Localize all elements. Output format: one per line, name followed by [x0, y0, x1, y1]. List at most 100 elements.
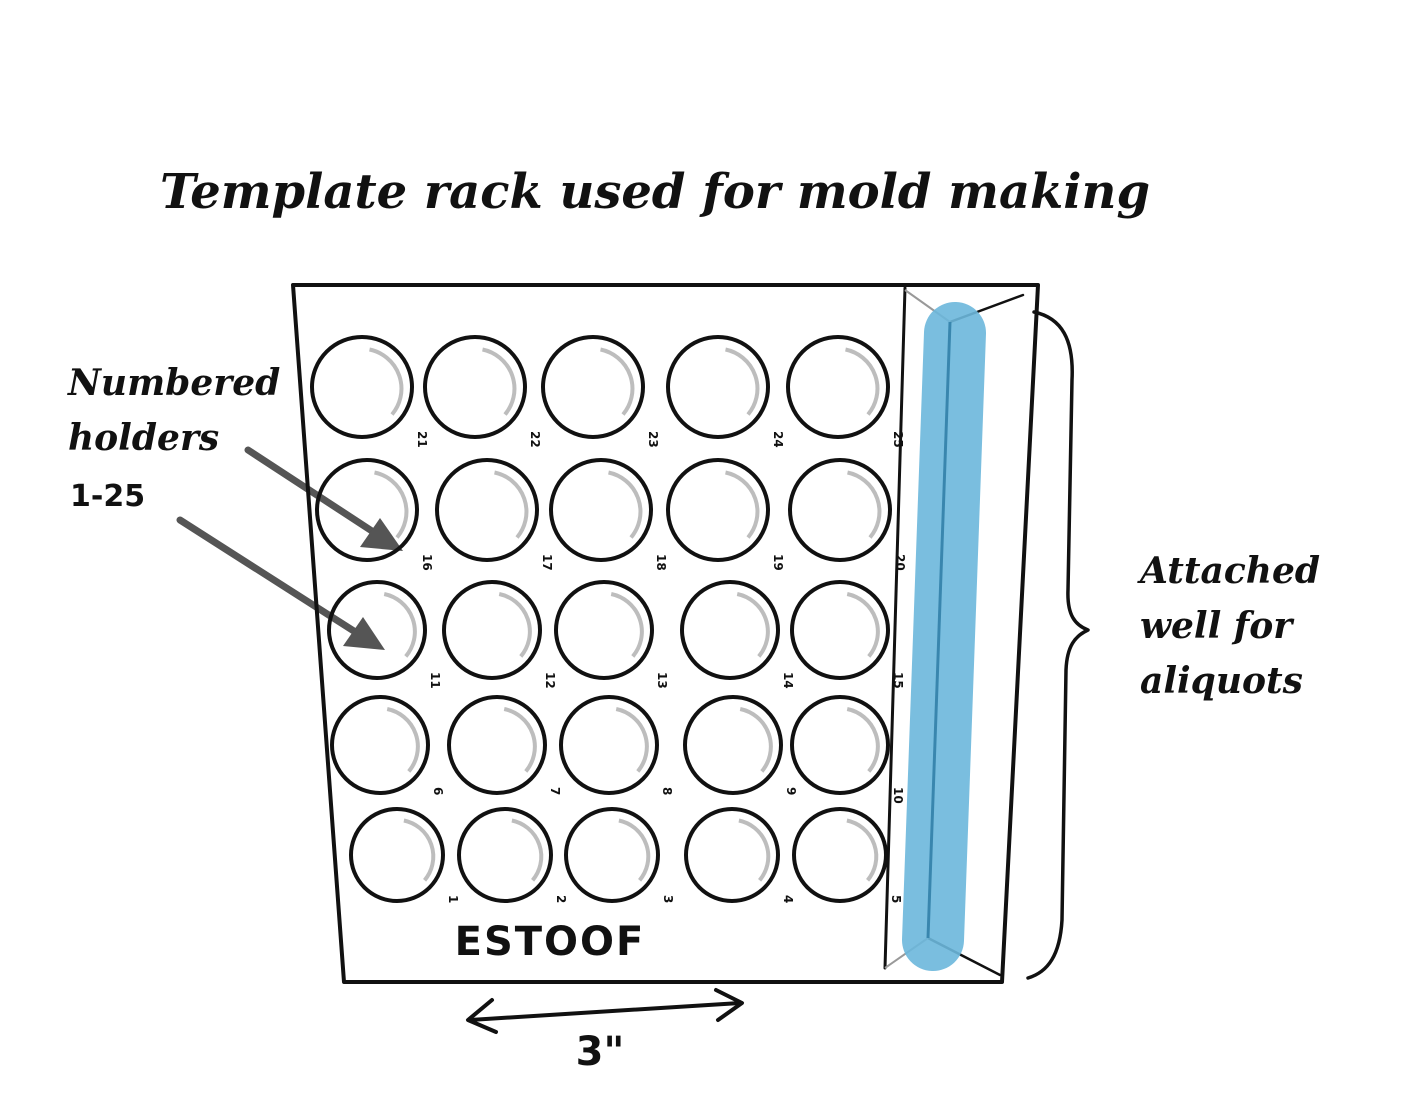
holder-11: [327, 580, 427, 680]
holder-shadow: [725, 470, 760, 539]
width-dimension: 3": [466, 988, 744, 1075]
holder-19: [666, 458, 770, 562]
holder-shadow: [369, 347, 404, 416]
holder-number-label: 12: [543, 672, 557, 689]
callout-left-line-2: holders: [68, 417, 219, 459]
dimension-label: 3": [576, 1029, 625, 1075]
holder-number-label: 18: [654, 554, 668, 571]
holder-shadow: [482, 347, 517, 416]
holder-23: [541, 335, 645, 439]
holder-number-label: 11: [428, 672, 442, 689]
holder-6: [330, 695, 430, 795]
holder-24: [666, 335, 770, 439]
arrow-to-holder-16: [244, 446, 382, 539]
holder-shadow: [403, 818, 436, 882]
holder-shadow: [386, 707, 420, 773]
dimension-arrow-left: [466, 998, 498, 1034]
holder-number-label: 16: [420, 554, 434, 571]
holder-number-label: 19: [771, 554, 785, 571]
holder-18: [549, 458, 653, 562]
holder-12: [442, 580, 542, 680]
holder-shadow: [846, 592, 880, 658]
callout-right-line-2: well for: [1140, 605, 1295, 647]
holder-4: [684, 807, 780, 903]
brand-label: ESTOOF: [455, 919, 646, 965]
diagram-title: Template rack used for mold making: [160, 164, 1150, 220]
holder-shadow: [608, 470, 643, 539]
holder-7: [447, 695, 547, 795]
holder-22: [423, 335, 527, 439]
holder-shadow: [725, 347, 760, 416]
holder-8: [559, 695, 659, 795]
well-highlight: [902, 302, 986, 971]
holder-shadow: [738, 818, 771, 882]
holder-shadow: [374, 470, 409, 539]
holder-number-label: 20: [893, 554, 907, 571]
holder-number-label: 22: [528, 431, 542, 448]
callout-right-line-1: Attached: [1137, 550, 1320, 592]
holder-number-label: 1: [446, 895, 460, 903]
holder-shadow: [383, 592, 417, 658]
holder-1: [349, 807, 445, 903]
holder-number-label: 24: [771, 431, 785, 448]
holder-number-label: 21: [415, 431, 429, 448]
holder-number-label: 17: [540, 554, 554, 571]
holder-number-label: 14: [781, 672, 795, 689]
holder-number-label: 2: [554, 895, 568, 903]
holder-shadow: [600, 347, 635, 416]
well-panel: [883, 286, 907, 970]
holder-number-label: 4: [781, 895, 795, 903]
holder-shadow: [847, 470, 882, 539]
holder-15: [790, 580, 890, 680]
holder-shadow: [494, 470, 529, 539]
holder-13: [554, 580, 654, 680]
dimension-line: [468, 1001, 742, 1022]
holder-number-label: 6: [431, 787, 445, 795]
holder-shadow: [739, 707, 773, 773]
holder-shadow: [615, 707, 649, 773]
well-brace: [1026, 310, 1090, 980]
numbered-holders-callout: Numbered holders 1-25: [67, 362, 280, 514]
holder-shadow: [498, 592, 532, 658]
holder-shadow: [511, 818, 544, 882]
holder-21: [310, 335, 414, 439]
holder-9: [683, 695, 783, 795]
holder-number-label: 3: [661, 895, 675, 903]
well-highlight-edge: [926, 321, 952, 939]
holder-shadow: [618, 818, 651, 882]
callout-arrows: [176, 446, 403, 650]
holder-shadow: [736, 592, 770, 658]
holder-20: [788, 458, 892, 562]
dimension-arrow-right: [714, 988, 744, 1022]
holder-number-label: 13: [655, 672, 669, 689]
holder-10: [790, 695, 890, 795]
holder-number-label: 8: [660, 787, 674, 795]
holder-25: [786, 335, 890, 439]
holder-16: [315, 458, 419, 562]
attached-well-callout: Attached well for aliquots: [1137, 550, 1320, 702]
holder-shadow: [845, 347, 880, 416]
holder-number-label: 10: [891, 787, 905, 804]
holder-3: [564, 807, 660, 903]
holder-number-label: 15: [891, 672, 905, 689]
callout-left-line-1: Numbered: [67, 362, 280, 404]
holder-number-label: 5: [889, 895, 903, 903]
holder-shadow: [846, 818, 879, 882]
holder-5: [792, 807, 888, 903]
holder-number-label: 25: [891, 431, 905, 448]
holder-number-label: 7: [548, 787, 562, 795]
holder-shadow: [846, 707, 880, 773]
holder-14: [680, 580, 780, 680]
holder-shadow: [610, 592, 644, 658]
callout-left-line-3: 1-25: [70, 479, 145, 514]
holder-17: [435, 458, 539, 562]
arrow-head-16: [360, 518, 403, 551]
callout-right-line-3: aliquots: [1140, 660, 1303, 702]
holder-shadow: [503, 707, 537, 773]
holder-number-label: 9: [784, 787, 798, 795]
rack-outline: [291, 283, 1040, 984]
holder-number-label: 23: [646, 431, 660, 448]
